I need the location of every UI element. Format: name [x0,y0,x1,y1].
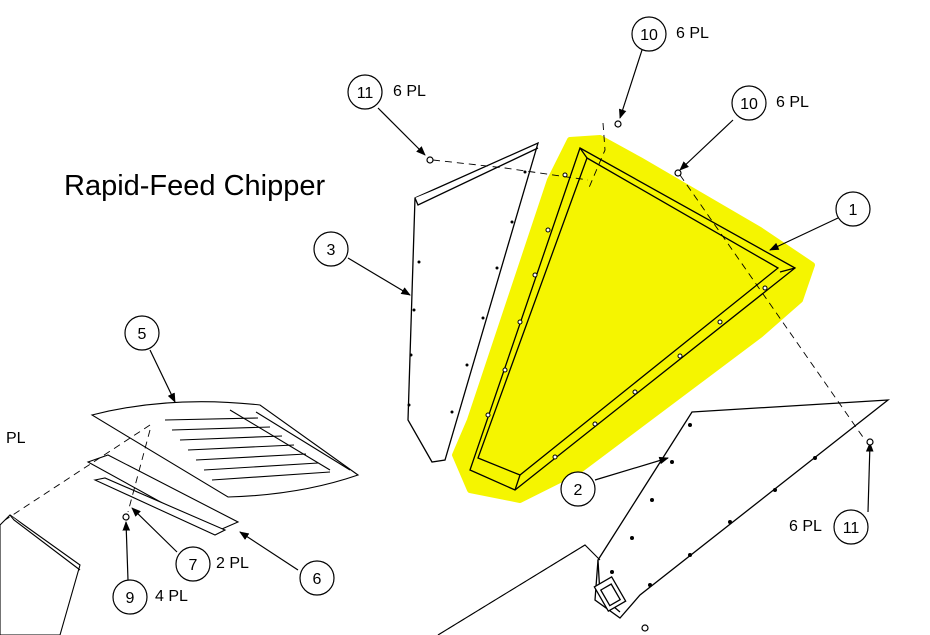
callout-9: 9 [112,579,148,615]
part-1-holes [485,172,768,460]
callout-2: 2 [560,471,596,507]
part-6-strip [86,454,240,536]
svg-text:2: 2 [574,482,583,499]
svg-text:11: 11 [843,520,860,537]
part-3-holes [407,170,527,414]
part-3-panel [407,141,540,463]
qty-label-10-right: 6 PL [776,94,809,111]
part-1-trough [469,147,797,491]
svg-text:10: 10 [640,27,658,44]
callout-10-right: 10 [731,85,767,121]
svg-text:7: 7 [189,557,198,574]
callout-1: 1 [835,191,871,227]
part-2-holes [610,423,817,587]
svg-text:3: 3 [327,242,336,259]
part-2-panel [593,399,891,619]
lower-frame-edge [437,544,601,635]
svg-text:1: 1 [849,202,858,219]
svg-text:11: 11 [357,85,374,102]
svg-text:6: 6 [313,571,322,588]
fasteners [122,120,874,632]
callout-6: 6 [299,560,335,596]
callout-7: 7 [175,546,211,582]
svg-text:10: 10 [740,96,758,113]
callout-10-top: 10 [631,16,667,52]
qty-label-9: 4 PL [155,588,188,605]
highlight-part-1 [452,135,815,503]
lower-left-bracket [0,514,81,635]
qty-label-7: 2 PL [216,555,249,572]
qty-label-edge: PL [6,430,26,447]
diagram-title: Rapid-Feed Chipper [64,170,326,202]
callout-11-top: 11 [347,74,383,110]
qty-label-11-right: 6 PL [789,518,822,535]
svg-text:9: 9 [126,590,135,607]
callout-3: 3 [313,231,349,267]
svg-text:5: 5 [138,326,147,343]
qty-label-10-top: 6 PL [676,25,709,42]
qty-label-11-top: 6 PL [393,83,426,100]
callout-5: 5 [124,315,160,351]
part-5-grate [90,401,360,498]
leader-arrows [122,49,874,581]
assembly-lines [4,122,866,635]
callout-11-right: 11 [833,509,869,545]
